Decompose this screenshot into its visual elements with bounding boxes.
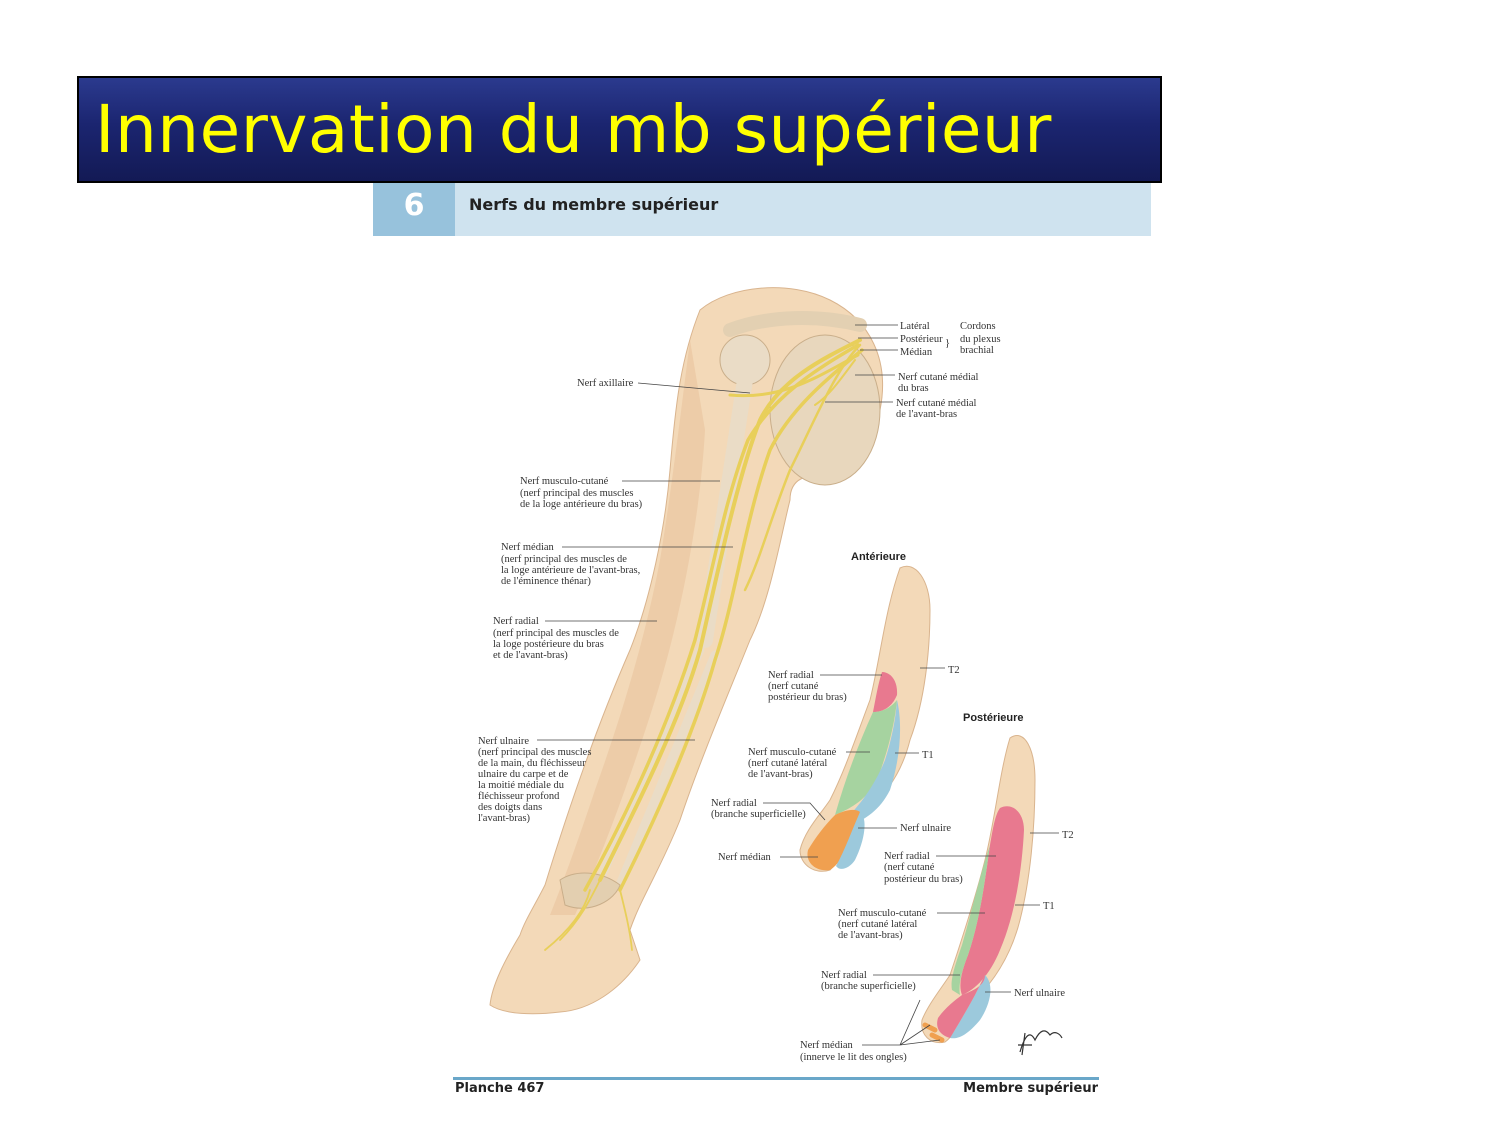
ant-musc-2: (nerf cutané latéral bbox=[748, 758, 827, 769]
post-t1: T1 bbox=[1043, 901, 1055, 912]
post-radsup-1: Nerf radial bbox=[821, 970, 867, 981]
ant-ulnar: Nerf ulnaire bbox=[900, 823, 951, 834]
label-cords-2: du plexus bbox=[960, 334, 1001, 345]
label-axillary: Nerf axillaire bbox=[577, 378, 634, 389]
slide-title: Innervation du mb supérieur bbox=[95, 91, 1052, 168]
anterior-heading: Antérieure bbox=[851, 551, 906, 563]
label-ulnar-2: (nerf principal des muscles bbox=[478, 747, 591, 758]
forearm-bones bbox=[595, 645, 720, 890]
label-musc-2: (nerf principal des muscles bbox=[520, 488, 633, 499]
ant-t2: T2 bbox=[948, 665, 960, 676]
label-cords-1: Cordons bbox=[960, 321, 996, 332]
post-musc-2: (nerf cutané latéral bbox=[838, 919, 917, 930]
ant-radial-2: (nerf cutané bbox=[768, 681, 819, 692]
post-radsup-2: (branche superficielle) bbox=[821, 981, 916, 992]
label-ulnar-4: ulnaire du carpe et de bbox=[478, 769, 569, 780]
footer-rule bbox=[453, 1077, 1099, 1080]
main-arm-illustration bbox=[489, 287, 884, 1015]
anterior-ulnar-zone bbox=[845, 700, 901, 825]
label-med-cut-fore-2: de l'avant-bras bbox=[896, 409, 957, 420]
post-musc-3: de l'avant-bras) bbox=[838, 930, 903, 941]
ant-musc-1: Nerf musculo-cutané bbox=[748, 747, 837, 758]
anterior-view: Antérieure Nerf radial (nerf cutané post… bbox=[711, 551, 960, 872]
plate-number: 6 bbox=[373, 183, 455, 236]
posterior-view: Postérieure Nerf radial (nerf cutané pos… bbox=[800, 712, 1074, 1063]
label-median-2: (nerf principal des muscles de bbox=[501, 554, 627, 565]
main-arm-shadow bbox=[550, 340, 705, 915]
ant-radsup-1: Nerf radial bbox=[711, 798, 757, 809]
post-ulnar: Nerf ulnaire bbox=[1014, 988, 1065, 999]
post-radial-2: (nerf cutané bbox=[884, 862, 935, 873]
label-median-4: de l'éminence thénar) bbox=[501, 576, 591, 587]
label-med-cut-fore-1: Nerf cutané médial bbox=[896, 398, 977, 409]
ant-median: Nerf médian bbox=[718, 852, 772, 863]
anterior-median-zone bbox=[807, 809, 860, 871]
label-radial-4: et de l'avant-bras) bbox=[493, 650, 568, 661]
posterior-radial-zone bbox=[960, 806, 1024, 995]
posterior-musculocutaneous-zone bbox=[951, 845, 990, 995]
plate-header: 6 Nerfs du membre supérieur bbox=[373, 183, 1151, 236]
main-arm-labels: Latéral Postérieur Médian } Cordons du p… bbox=[478, 321, 1001, 824]
label-ulnar-3: de la main, du fléchisseur bbox=[478, 758, 586, 769]
label-radial-1: Nerf radial bbox=[493, 616, 539, 627]
clavicle bbox=[723, 311, 867, 337]
ant-t1: T1 bbox=[922, 750, 934, 761]
label-median-cord: Médian bbox=[900, 347, 933, 358]
ant-radial-1: Nerf radial bbox=[768, 670, 814, 681]
label-radial-2: (nerf principal des muscles de bbox=[493, 628, 619, 639]
anterior-radial-zone bbox=[873, 672, 898, 712]
ant-radsup-2: (branche superficielle) bbox=[711, 809, 806, 820]
post-median-1: Nerf médian bbox=[800, 1040, 854, 1051]
label-ulnar-1: Nerf ulnaire bbox=[478, 736, 529, 747]
label-cords-3: brachial bbox=[960, 345, 994, 356]
anterior-musculocutaneous-zone bbox=[835, 700, 897, 815]
label-musc-3: de la loge antérieure du bras) bbox=[520, 499, 643, 510]
label-ulnar-6: fléchisseur profond bbox=[478, 791, 560, 802]
post-t2: T2 bbox=[1062, 830, 1074, 841]
post-radial-1: Nerf radial bbox=[884, 851, 930, 862]
post-radial-3: postérieur du bras) bbox=[884, 874, 963, 885]
label-posterior-cord: Postérieur bbox=[900, 334, 943, 345]
posterior-hand-radial bbox=[937, 975, 985, 1038]
label-ulnar-8: l'avant-bras) bbox=[478, 813, 531, 824]
posterior-nail-beds bbox=[922, 1022, 945, 1043]
artist-signature bbox=[1018, 1030, 1063, 1056]
label-med-cut-arm-2: du bras bbox=[898, 383, 929, 394]
label-ulnar-7: des doigts dans bbox=[478, 802, 542, 813]
brace-icon: } bbox=[945, 338, 950, 349]
ant-radial-3: postérieur du bras) bbox=[768, 692, 847, 703]
label-median-1: Nerf médian bbox=[501, 542, 555, 553]
label-lateral-cord: Latéral bbox=[900, 321, 930, 332]
footer-section-label: Membre supérieur bbox=[963, 1081, 1098, 1096]
slide-title-bar: Innervation du mb supérieur bbox=[77, 76, 1162, 183]
post-musc-1: Nerf musculo-cutané bbox=[838, 908, 927, 919]
posterior-heading: Postérieure bbox=[963, 712, 1024, 724]
footer-plate-label: Planche 467 bbox=[455, 1081, 545, 1096]
label-ulnar-5: la moitié médiale du bbox=[478, 780, 565, 791]
plate-heading: Nerfs du membre supérieur bbox=[469, 195, 719, 214]
label-musc-1: Nerf musculo-cutané bbox=[520, 476, 609, 487]
label-med-cut-arm-1: Nerf cutané médial bbox=[898, 372, 979, 383]
brachial-nerves bbox=[544, 338, 864, 951]
ant-musc-3: de l'avant-bras) bbox=[748, 769, 813, 780]
label-median-3: la loge antérieure de l'avant-bras, bbox=[501, 565, 640, 576]
label-radial-3: la loge postérieure du bras bbox=[493, 639, 604, 650]
post-median-2: (innerve le lit des ongles) bbox=[800, 1052, 907, 1063]
anterior-hand-ulnar bbox=[836, 812, 865, 869]
posterior-ulnar-zone bbox=[950, 975, 991, 1039]
